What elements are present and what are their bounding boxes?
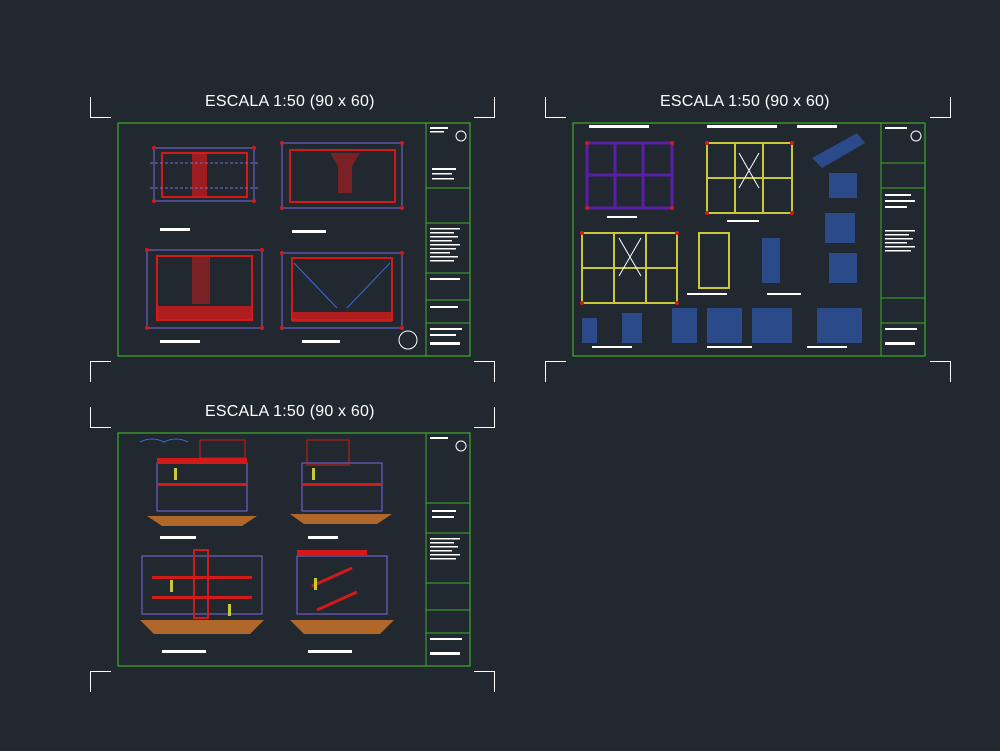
sheet-1-corner-br (474, 361, 495, 382)
sheet-2-corner-tr (930, 97, 951, 118)
sheet-2-drawing[interactable] (567, 118, 952, 361)
sheet-1-corner-tl (90, 97, 111, 118)
sheet-2-corner-tl (545, 97, 566, 118)
sheet-3-corner-tr (474, 407, 495, 428)
sheet-2-title: ESCALA 1:50 (90 x 60) (660, 93, 830, 110)
sheet-2-corner-bl (545, 361, 566, 382)
sheet-1-title: ESCALA 1:50 (90 x 60) (205, 93, 375, 110)
sheet-2-corner-br (930, 361, 951, 382)
sheet-1-corner-bl (90, 361, 111, 382)
sheet-3-title: ESCALA 1:50 (90 x 60) (205, 403, 375, 420)
sheet-3-corner-tl (90, 407, 111, 428)
sheet-3-drawing[interactable] (112, 428, 497, 671)
sheet-1-corner-tr (474, 97, 495, 118)
sheet-3-corner-bl (90, 671, 111, 692)
sheet-3-corner-br (474, 671, 495, 692)
sheet-1-drawing[interactable] (112, 118, 497, 361)
